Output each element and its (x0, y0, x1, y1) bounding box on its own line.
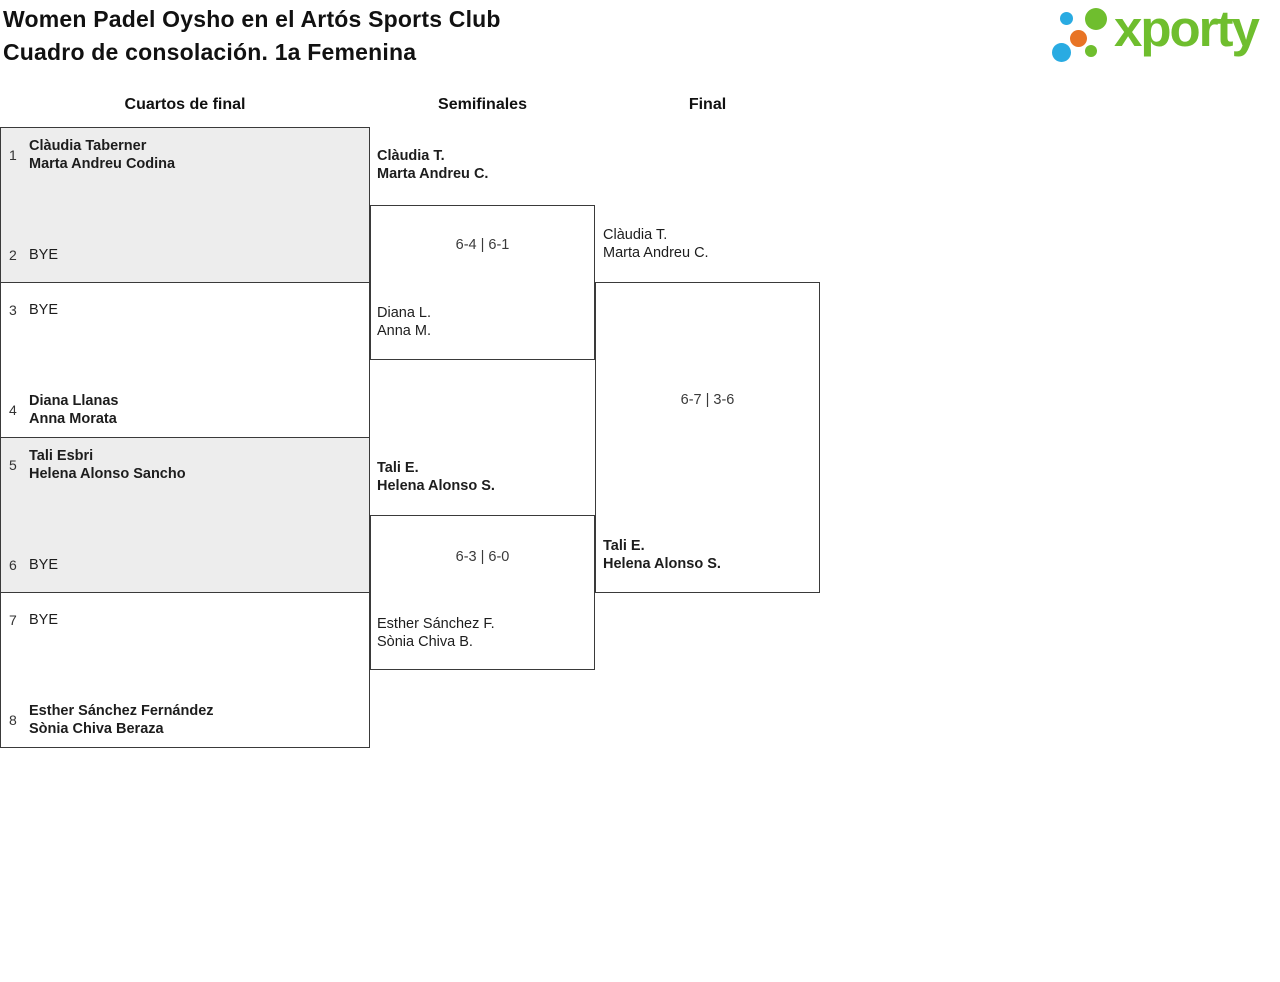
logo-dot-icon (1052, 43, 1071, 62)
seed-number: 2 (9, 247, 17, 263)
seed-number: 4 (9, 402, 17, 418)
team-name-line: Helena Alonso Sancho (29, 466, 186, 482)
bracket-slot-seed-2: 2 BYE (1, 237, 369, 273)
sf1-score: 6-4 | 6-1 (455, 237, 510, 253)
sf-match-2[interactable] (370, 515, 595, 670)
team-name-line: Tali Esbri (29, 448, 94, 464)
seed-number: 1 (9, 147, 17, 163)
sf1-top-team-label: Clàudia T. Marta Andreu C. (377, 147, 488, 183)
team-name-line: Marta Andreu Codina (29, 156, 176, 172)
round-header-semifinales: Semifinales (438, 96, 527, 113)
final-match[interactable] (595, 282, 820, 593)
team-name-line: Sònia Chiva B. (377, 634, 473, 650)
team-name: BYE (29, 556, 58, 574)
logo-dot-icon (1085, 45, 1097, 57)
qf-match-3[interactable]: 5 Tali Esbri Helena Alonso Sancho 6 BYE (0, 437, 370, 593)
team-name: Clàudia Taberner Marta Andreu Codina (29, 137, 175, 173)
final-bottom-team-label: Tali E. Helena Alonso S. (603, 537, 721, 573)
logo-dot-icon (1085, 8, 1107, 30)
team-name-line: Anna M. (377, 323, 431, 339)
qf-match-4[interactable]: 7 BYE 8 Esther Sánchez Fernández Sònia C… (0, 592, 370, 748)
bracket-slot-seed-4: 4 Diana Llanas Anna Morata (1, 392, 369, 428)
xporty-logo: xporty (1050, 0, 1278, 74)
team-name: Esther Sánchez Fernández Sònia Chiva Ber… (29, 702, 214, 738)
team-name: Diana Llanas Anna Morata (29, 392, 118, 428)
team-name-line: Clàudia T. (377, 148, 445, 164)
final-top-team-label: Clàudia T. Marta Andreu C. (603, 226, 709, 262)
logo-dot-icon (1060, 12, 1073, 25)
sf2-bottom-team-label: Esther Sánchez F. Sònia Chiva B. (377, 615, 495, 651)
sf1-bottom-team-label: Diana L. Anna M. (377, 304, 431, 340)
team-name: Tali Esbri Helena Alonso Sancho (29, 447, 186, 483)
team-name-line: Sònia Chiva Beraza (29, 721, 164, 737)
team-name-line: Anna Morata (29, 411, 117, 427)
sf2-score: 6-3 | 6-0 (455, 549, 510, 565)
page-subtitle: Cuadro de consolación. 1a Femenina (3, 39, 417, 65)
seed-number: 8 (9, 712, 17, 728)
final-score: 6-7 | 3-6 (680, 392, 735, 408)
round-header-cuartos: Cuartos de final (124, 96, 246, 113)
seed-number: 3 (9, 302, 17, 318)
team-name-line: Esther Sánchez Fernández (29, 703, 214, 719)
bracket-slot-seed-7: 7 BYE (1, 602, 369, 638)
team-name-line: Tali E. (603, 538, 645, 554)
sf2-top-team-label: Tali E. Helena Alonso S. (377, 459, 495, 495)
page-title: Women Padel Oysho en el Artós Sports Clu… (3, 6, 501, 32)
logo-dot-icon (1070, 30, 1087, 47)
seed-number: 6 (9, 557, 17, 573)
bracket-slot-seed-3: 3 BYE (1, 292, 369, 328)
sf-match-1[interactable] (370, 205, 595, 360)
team-name-line: Clàudia T. (603, 227, 668, 243)
bracket-slot-seed-1: 1 Clàudia Taberner Marta Andreu Codina (1, 137, 369, 173)
team-name: BYE (29, 611, 58, 629)
team-name-line: BYE (29, 612, 59, 628)
team-name-line: Tali E. (377, 460, 419, 476)
team-name-line: BYE (29, 247, 59, 263)
team-name: BYE (29, 301, 58, 319)
header: Women Padel Oysho en el Artós Sports Clu… (3, 3, 501, 69)
team-name-line: BYE (29, 302, 59, 318)
bracket-slot-seed-6: 6 BYE (1, 547, 369, 583)
team-name-line: Helena Alonso S. (603, 556, 721, 572)
team-name-line: BYE (29, 557, 59, 573)
team-name-line: Helena Alonso S. (377, 478, 495, 494)
team-name-line: Esther Sánchez F. (377, 616, 495, 632)
logo-wordmark: xporty (1114, 0, 1260, 57)
team-name-line: Marta Andreu C. (603, 245, 709, 261)
qf-match-2[interactable]: 3 BYE 4 Diana Llanas Anna Morata (0, 282, 370, 438)
seed-number: 5 (9, 457, 17, 473)
team-name-line: Marta Andreu C. (377, 166, 489, 182)
team-name-line: Diana L. (377, 305, 432, 321)
bracket-slot-seed-8: 8 Esther Sánchez Fernández Sònia Chiva B… (1, 702, 369, 738)
seed-number: 7 (9, 612, 17, 628)
team-name-line: Diana Llanas (29, 393, 119, 409)
team-name: BYE (29, 246, 58, 264)
team-name-line: Clàudia Taberner (29, 138, 147, 154)
bracket-slot-seed-5: 5 Tali Esbri Helena Alonso Sancho (1, 447, 369, 483)
round-header-final: Final (688, 96, 727, 113)
qf-match-1[interactable]: 1 Clàudia Taberner Marta Andreu Codina 2… (0, 127, 370, 283)
